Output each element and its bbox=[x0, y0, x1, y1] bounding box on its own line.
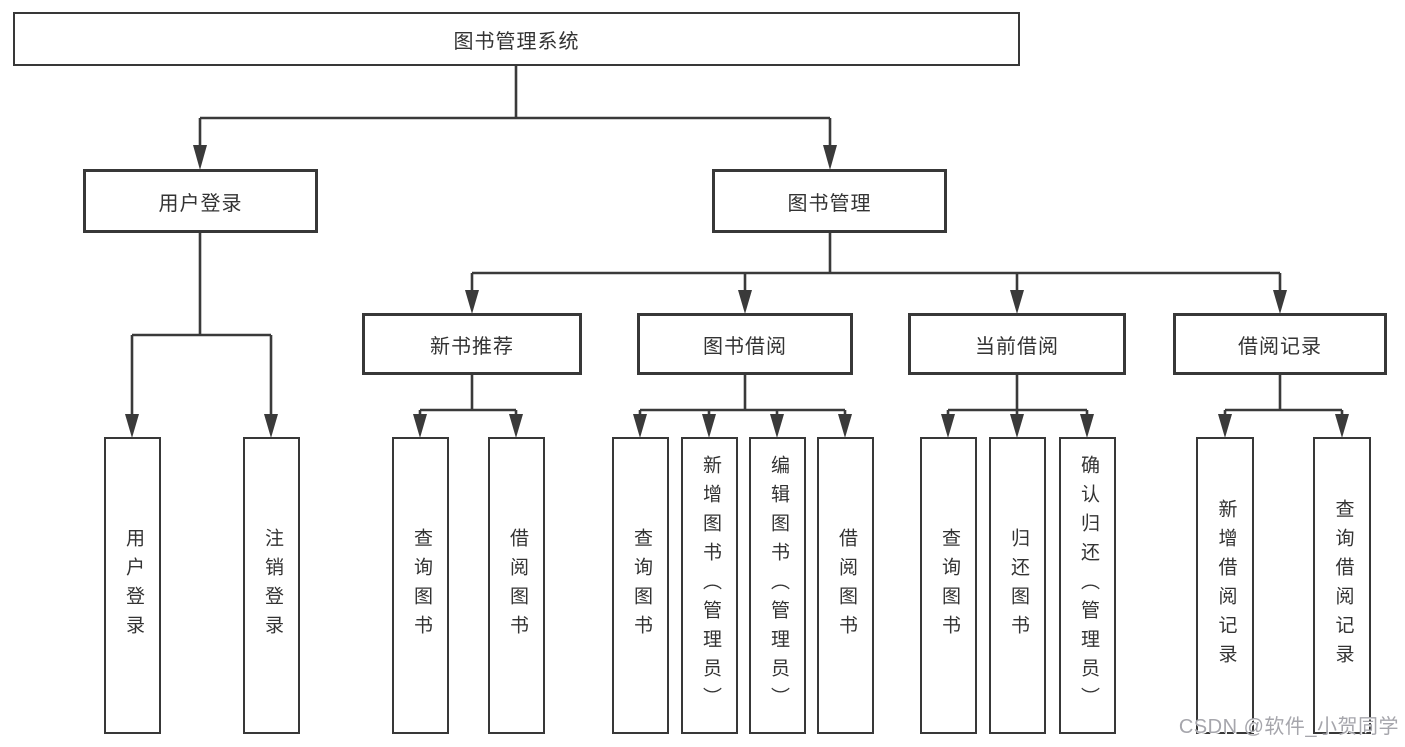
node-user-login: 用户登录 bbox=[83, 169, 318, 233]
node-label: 借阅记录 bbox=[1238, 335, 1322, 358]
leaf-label: 查询图书 bbox=[630, 527, 652, 644]
leaf-borrowing-add-books-admin: 新增图书（管理员） bbox=[681, 437, 738, 734]
leaf-label: 新增借阅记录 bbox=[1215, 498, 1237, 673]
leaf-user-login: 用户登录 bbox=[104, 437, 161, 734]
leaf-recommend-query-books: 查询图书 bbox=[392, 437, 449, 734]
leaf-records-query-borrow-record: 查询借阅记录 bbox=[1313, 437, 1371, 734]
node-label: 图书管理 bbox=[787, 192, 872, 215]
leaf-records-add-borrow-record: 新增借阅记录 bbox=[1196, 437, 1254, 734]
node-label: 用户登录 bbox=[158, 192, 243, 215]
node-label: 图书借阅 bbox=[703, 335, 787, 358]
leaf-label: 注销登录 bbox=[261, 527, 283, 644]
leaf-label: 查询借阅记录 bbox=[1332, 498, 1354, 673]
leaf-borrowing-borrow-books: 借阅图书 bbox=[817, 437, 874, 734]
node-new-book-recommend: 新书推荐 bbox=[362, 313, 582, 375]
node-label: 图书管理系统 bbox=[453, 30, 580, 53]
node-borrow-records: 借阅记录 bbox=[1173, 313, 1387, 375]
node-current-borrowing: 当前借阅 bbox=[908, 313, 1126, 375]
leaf-borrowing-query-books: 查询图书 bbox=[612, 437, 669, 734]
leaf-label: 查询图书 bbox=[410, 527, 432, 644]
node-label: 新书推荐 bbox=[430, 335, 514, 358]
leaf-label: 借阅图书 bbox=[506, 527, 528, 644]
node-root-library-system: 图书管理系统 bbox=[13, 12, 1020, 66]
leaf-label: 归还图书 bbox=[1007, 527, 1029, 644]
node-book-management: 图书管理 bbox=[712, 169, 947, 233]
leaf-label: 新增图书（管理员） bbox=[699, 455, 721, 716]
leaf-label: 确认归还（管理员） bbox=[1077, 455, 1099, 716]
leaf-recommend-borrow-books: 借阅图书 bbox=[488, 437, 545, 734]
leaf-current-confirm-return-admin: 确认归还（管理员） bbox=[1059, 437, 1116, 734]
csdn-watermark: CSDN @软件_小贺同学 bbox=[1178, 716, 1399, 738]
leaf-borrowing-edit-books-admin: 编辑图书（管理员） bbox=[749, 437, 806, 734]
leaf-label: 用户登录 bbox=[122, 527, 144, 644]
node-label: 当前借阅 bbox=[975, 335, 1059, 358]
leaf-label: 编辑图书（管理员） bbox=[767, 455, 789, 716]
leaf-logout: 注销登录 bbox=[243, 437, 300, 734]
node-book-borrowing: 图书借阅 bbox=[637, 313, 853, 375]
leaf-label: 借阅图书 bbox=[835, 527, 857, 644]
leaf-current-query-books: 查询图书 bbox=[920, 437, 977, 734]
leaf-current-return-books: 归还图书 bbox=[989, 437, 1046, 734]
leaf-label: 查询图书 bbox=[938, 527, 960, 644]
